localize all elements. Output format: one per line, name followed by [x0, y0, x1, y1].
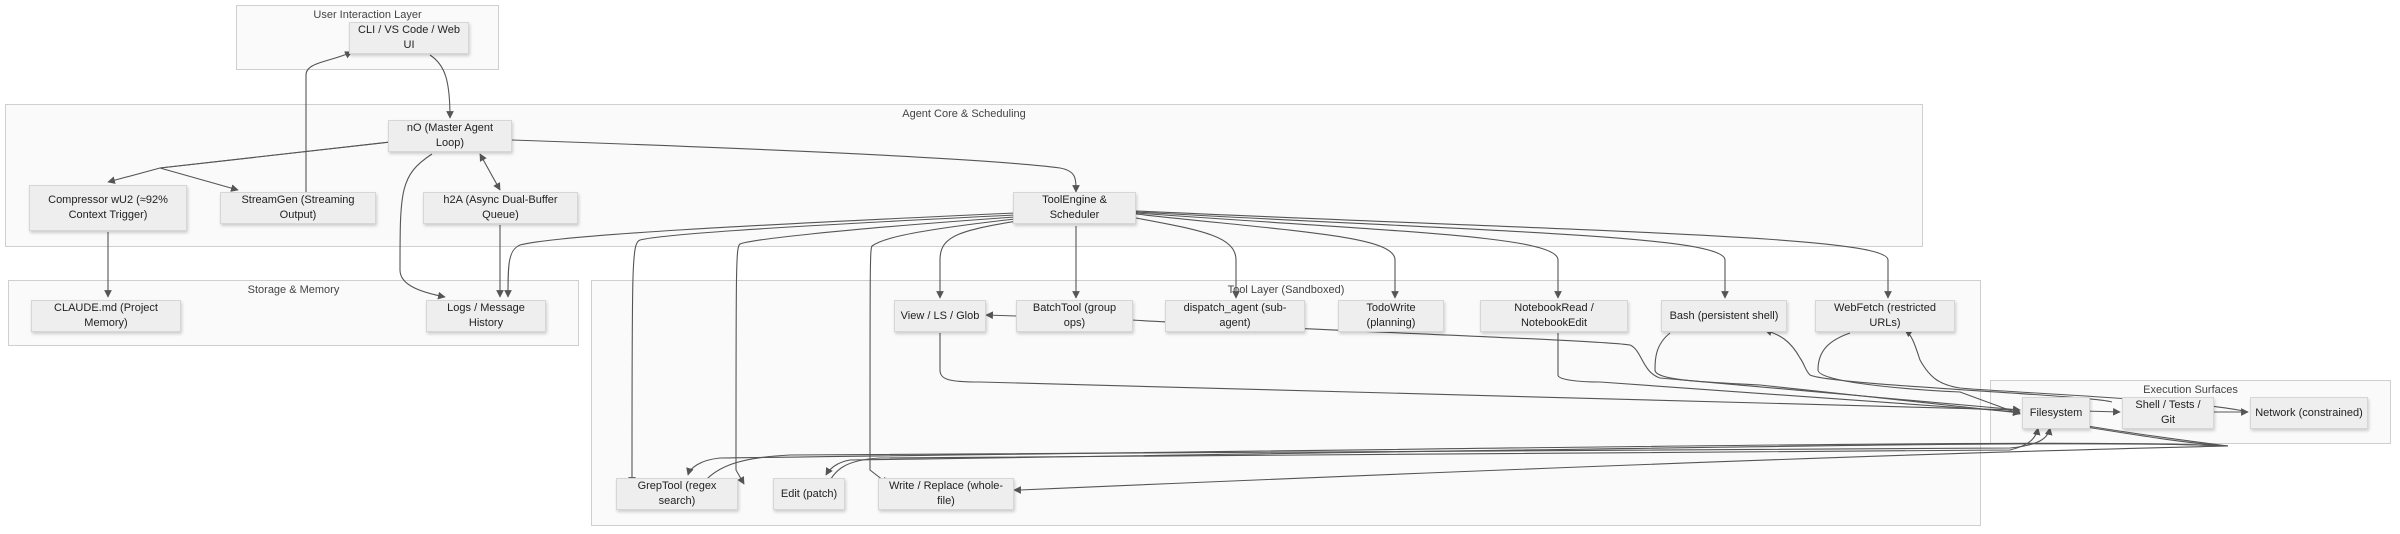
node-write-replace: Write / Replace (whole-file)	[878, 478, 1014, 510]
edge-streamgen-to-cli	[305, 51, 353, 192]
edge-batch-to-view	[985, 311, 1017, 320]
edge-shell-to-bash	[1764, 328, 2113, 403]
edge-toolengine-to-edit	[735, 216, 1016, 485]
edge-toolengine-to-view	[936, 218, 1031, 299]
node-todowrite: TodoWrite (planning)	[1338, 300, 1444, 332]
edge-grep-to-filesystem	[701, 427, 2053, 485]
node-cli: CLI / VS Code / Web UI	[349, 22, 469, 54]
node-claude-md: CLAUDE.md (Project Memory)	[31, 300, 181, 332]
node-greptool: GrepTool (regex search)	[616, 478, 738, 510]
node-toolengine: ToolEngine & Scheduler	[1013, 192, 1136, 224]
node-bash: Bash (persistent shell)	[1661, 300, 1787, 332]
edge-dispatch-to-filesystem	[1131, 319, 2021, 414]
edge-toolengine-to-webfetch	[1135, 210, 1892, 299]
edge-master-to-toolengine	[511, 139, 1080, 193]
edge-notebook-to-filesystem	[1557, 333, 2021, 416]
node-dispatch-agent: dispatch_agent (sub-agent)	[1165, 300, 1305, 332]
node-compressor: Compressor wU2 (≈92% Context Trigger)	[29, 185, 187, 231]
edge-toolengine-to-logs	[504, 212, 1016, 298]
node-view-ls-glob: View / LS / Glob	[894, 300, 986, 332]
node-shell-tests-git: Shell / Tests / Git	[2122, 397, 2214, 429]
node-streamgen: StreamGen (Streaming Output)	[220, 192, 376, 224]
edge-master-h2a	[479, 153, 501, 191]
node-webfetch: WebFetch (restricted URLs)	[1815, 300, 1955, 332]
edge-filesystem-to-edit	[825, 443, 2229, 476]
edge-bash-to-filesystem	[1654, 332, 2021, 417]
cluster-title: Execution Surfaces	[2143, 384, 2238, 396]
cluster-title: Agent Core & Scheduling	[902, 108, 1026, 120]
cluster-title: Tool Layer (Sandboxed)	[1227, 284, 1345, 296]
edge-edit-to-filesystem	[827, 427, 2041, 485]
node-notebook: NotebookRead / NotebookEdit	[1480, 300, 1628, 332]
edge-toolengine-to-dispatch	[1135, 217, 1240, 299]
node-h2a: h2A (Async Dual-Buffer Queue)	[423, 192, 578, 224]
edge-master-to-streamgen	[159, 141, 391, 192]
node-network: Network (constrained)	[2250, 397, 2368, 429]
node-edit-patch: Edit (patch)	[773, 478, 845, 510]
cluster-title: User Interaction Layer	[313, 9, 422, 21]
edge-toolengine-to-grep	[628, 214, 1016, 485]
edge-cli-to-master	[429, 54, 454, 119]
edge-webfetch-to-filesystem	[1817, 332, 2021, 416]
edge-filesystem-to-write	[1013, 445, 2229, 494]
edge-toolengine-to-todo	[1135, 213, 1399, 299]
node-logs: Logs / Message History	[426, 300, 546, 332]
edge-toolengine-to-notebook	[1135, 212, 1562, 299]
edge-master-to-logs	[399, 153, 446, 300]
cluster-title: Storage & Memory	[247, 284, 340, 296]
node-master-agent-loop: nO (Master Agent Loop)	[388, 120, 512, 152]
edge-toolengine-to-bash	[1135, 211, 1729, 299]
node-batchtool: BatchTool (group ops)	[1016, 300, 1133, 332]
edge-toolengine-to-write	[869, 218, 1016, 485]
edge-master-to-compressor	[107, 141, 391, 184]
node-filesystem: Filesystem	[2022, 397, 2090, 429]
edge-view-to-filesystem	[939, 333, 2021, 414]
